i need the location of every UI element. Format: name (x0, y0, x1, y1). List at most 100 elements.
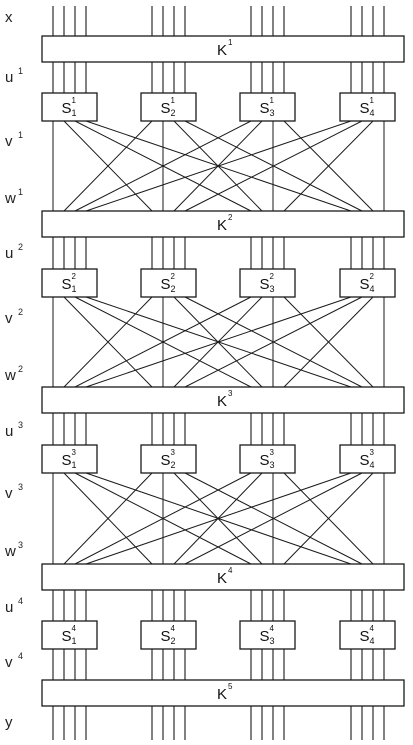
side-label-12: y (5, 714, 13, 731)
sbox-label: S (260, 100, 270, 117)
sbox-index: 2 (171, 284, 176, 294)
sbox-round: 4 (370, 624, 375, 633)
sbox-index: 1 (72, 460, 77, 470)
sbox-label: S (360, 100, 370, 117)
sbox-label: S (62, 628, 72, 645)
side-label-base: u (5, 69, 13, 86)
sbox-index: 2 (171, 460, 176, 470)
sbox-round: 2 (72, 272, 77, 281)
sbox-index: 1 (72, 284, 77, 294)
side-label-sup: 1 (18, 187, 23, 197)
sbox-label: S (260, 628, 270, 645)
sbox-index: 2 (171, 108, 176, 118)
sbox-round: 3 (72, 448, 77, 457)
perm-wire-r2-3-0 (85, 296, 352, 388)
side-label-sup: 1 (18, 66, 23, 76)
sbox-label: S (161, 276, 171, 293)
sbox-label: S (260, 276, 270, 293)
side-label-base: u (5, 245, 13, 262)
side-label-base: v (5, 654, 13, 671)
sbox-label: S (360, 276, 370, 293)
sbox-round: 1 (270, 96, 275, 105)
side-label-base: u (5, 599, 13, 616)
sbox-index: 4 (370, 284, 375, 294)
sbox-label: S (62, 452, 72, 469)
sbox-round: 2 (370, 272, 375, 281)
key-box-round: 3 (228, 389, 233, 398)
perm-wire-r2-1-0 (63, 296, 153, 388)
side-label-sup: 4 (18, 596, 23, 606)
side-label-0: x (5, 9, 13, 26)
side-label-base: v (5, 133, 13, 150)
key-box-label: K (217, 393, 227, 410)
sbox-round: 1 (72, 96, 77, 105)
sbox-round: 1 (370, 96, 375, 105)
perm-wire-r1-3-1 (184, 120, 363, 212)
sbox-round: 1 (171, 96, 176, 105)
sbox-index: 3 (270, 284, 275, 294)
sbox-label: S (161, 100, 171, 117)
side-label-sup: 3 (18, 482, 23, 492)
perm-wire-r2-2-0 (74, 296, 252, 388)
sbox-round: 3 (270, 448, 275, 457)
side-label-base: w (4, 367, 16, 384)
sbox-label: S (161, 452, 171, 469)
sbox-label: S (62, 100, 72, 117)
sbox-round: 4 (171, 624, 176, 633)
sbox-index: 4 (370, 636, 375, 646)
perm-wire-r3-3-2 (283, 472, 374, 565)
side-label-sup: 3 (18, 540, 23, 550)
side-label-base: u (5, 423, 13, 440)
perm-wire-r1-3-2 (283, 120, 374, 212)
sbox-index: 3 (270, 108, 275, 118)
sbox-round: 2 (171, 272, 176, 281)
sbox-label: S (360, 628, 370, 645)
perm-wire-r1-1-0 (63, 120, 153, 212)
side-label-sup: 1 (18, 130, 23, 140)
sbox-index: 1 (72, 108, 77, 118)
sbox-label: S (161, 628, 171, 645)
key-box-label: K (217, 686, 227, 703)
perm-wire-r3-2-0 (74, 472, 252, 565)
sbox-round: 4 (72, 624, 77, 633)
sbox-index: 4 (370, 108, 375, 118)
side-label-base: x (5, 9, 13, 26)
side-label-sup: 2 (18, 307, 23, 317)
sbox-label: S (360, 452, 370, 469)
sbox-index: 1 (72, 636, 77, 646)
key-box-round: 2 (228, 213, 233, 222)
sbox-label: S (260, 452, 270, 469)
key-box-label: K (217, 570, 227, 587)
side-label-sup: 2 (18, 242, 23, 252)
perm-wire-r3-1-0 (63, 472, 153, 565)
side-label-base: w (4, 190, 16, 207)
side-label-base: v (5, 485, 13, 502)
side-label-base: w (4, 543, 16, 560)
